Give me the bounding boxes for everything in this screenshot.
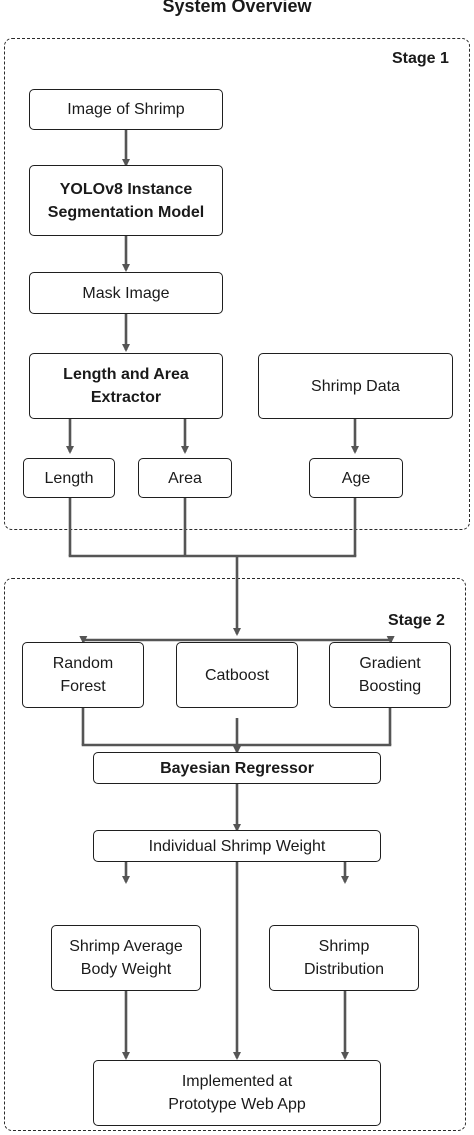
gradient-boosting-node: Gradient Boosting [329,642,451,708]
stage-2-container [4,578,466,1131]
diagram-title: System Overview [162,0,312,16]
yolov8-label-line2: Segmentation Model [47,203,205,221]
stage-1-label: Stage 1 [392,50,449,67]
average-body-weight-label-line1: Shrimp Average [69,938,183,955]
length-label: Length [44,469,94,487]
shrimp-data-node: Shrimp Data [258,353,453,419]
age-node: Age [309,458,403,498]
area-label: Area [168,469,202,487]
extractor-label-line1: Length and Area [63,366,189,383]
stage-1-container [4,38,470,530]
random-forest-label-line2: Forest [60,678,106,695]
mask-image-node: Mask Image [29,272,223,314]
random-forest-node: Random Forest [22,642,144,708]
yolov8-model-node: YOLOv8 Instance Segmentation Model [29,165,223,236]
length-area-extractor-node: Length and Area Extractor [29,353,223,419]
image-of-shrimp-node: Image of Shrimp [29,89,223,130]
individual-shrimp-weight-label: Individual Shrimp Weight [148,837,326,855]
prototype-web-app-label-line1: Implemented at [181,1073,293,1090]
mask-image-label: Mask Image [82,284,170,302]
bayesian-regressor-node: Bayesian Regressor [93,752,381,784]
gradient-boosting-label-line1: Gradient [359,655,421,672]
stage-2-label: Stage 2 [388,612,445,629]
bayesian-regressor-label: Bayesian Regressor [160,759,314,777]
age-label: Age [341,469,371,487]
catboost-node: Catboost [176,642,298,708]
shrimp-distribution-node: Shrimp Distribution [269,925,419,991]
shrimp-distribution-label-line2: Distribution [303,961,385,978]
catboost-label: Catboost [204,666,270,684]
extractor-label-line2: Extractor [90,389,162,406]
prototype-web-app-node: Implemented at Prototype Web App [93,1060,381,1126]
prototype-web-app-label-line2: Prototype Web App [168,1096,306,1113]
image-of-shrimp-label: Image of Shrimp [67,101,185,118]
average-body-weight-label-line2: Body Weight [80,961,172,978]
gradient-boosting-label-line2: Boosting [358,678,422,695]
average-body-weight-node: Shrimp Average Body Weight [51,925,201,991]
yolov8-label-line1: YOLOv8 Instance [59,180,193,198]
shrimp-distribution-label-line1: Shrimp [318,938,370,955]
random-forest-label-line1: Random [52,655,114,672]
individual-shrimp-weight-node: Individual Shrimp Weight [93,830,381,862]
shrimp-data-label: Shrimp Data [311,377,400,395]
length-node: Length [23,458,115,498]
area-node: Area [138,458,232,498]
